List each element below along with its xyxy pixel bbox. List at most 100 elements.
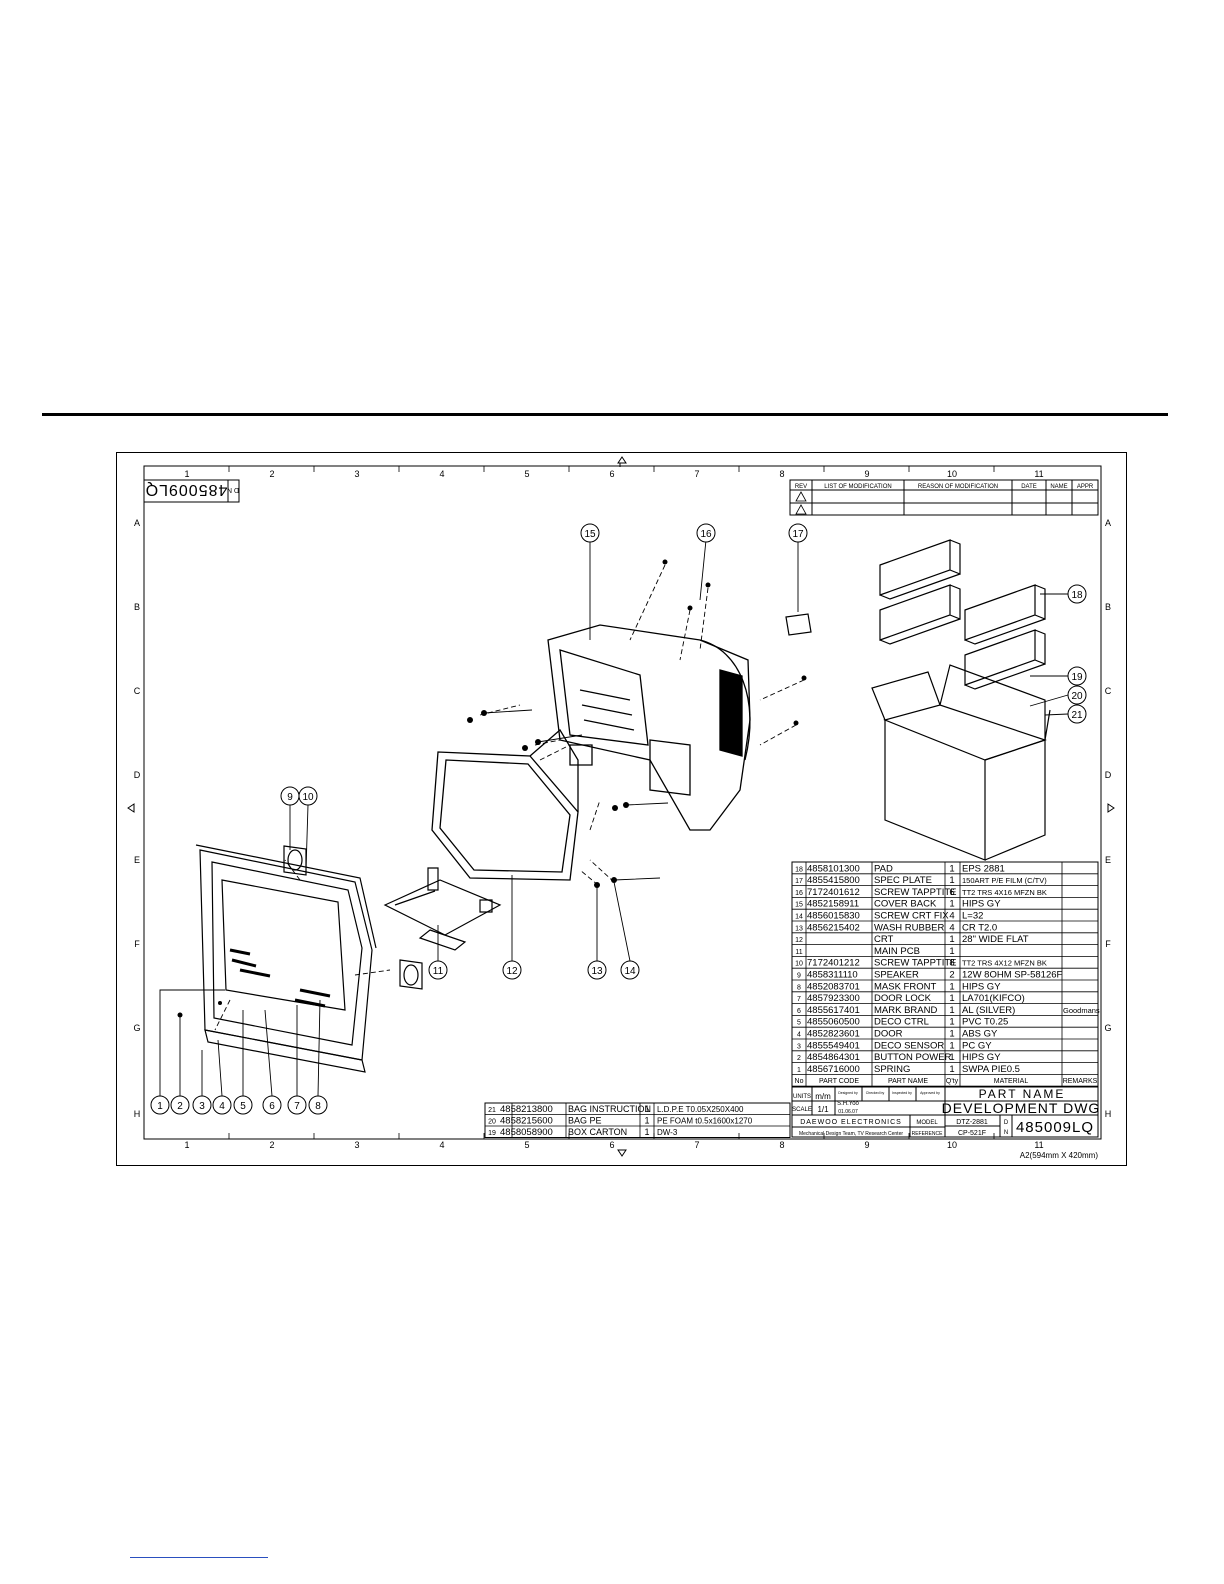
part-material: LA701(KIFCO) bbox=[962, 993, 1025, 1004]
part-name: SPRING bbox=[874, 1064, 910, 1075]
part-material: PVC T0.25 bbox=[962, 1017, 1008, 1028]
part-code: 4855415800 bbox=[807, 875, 860, 886]
callout-3: 3 bbox=[192, 1095, 212, 1115]
column-label-top: 11 bbox=[1034, 469, 1043, 479]
column-label-top: 6 bbox=[609, 469, 614, 479]
dwg-number: 485009LQ bbox=[1016, 1119, 1094, 1136]
part-name: DECO SENSOR bbox=[874, 1040, 944, 1051]
part-code: 4856716000 bbox=[807, 1064, 860, 1075]
callout-16: 16 bbox=[696, 523, 716, 543]
speaker-top-illustration bbox=[283, 845, 307, 876]
footer-link-underline[interactable] bbox=[130, 1557, 268, 1558]
rev-header-name: NAME bbox=[1050, 484, 1067, 490]
part-qty: 6 bbox=[949, 887, 954, 898]
part-material: CR T2.0 bbox=[962, 922, 997, 933]
back-cover-illustration bbox=[547, 624, 751, 831]
part-no: 1 bbox=[797, 1067, 801, 1074]
callout-number: 19 bbox=[1071, 672, 1083, 683]
part-code: 4854864301 bbox=[807, 1052, 860, 1063]
parts-header-cell: Q'ty bbox=[946, 1078, 959, 1085]
row-label-right: G bbox=[1104, 1023, 1111, 1033]
units-label: UNITS bbox=[793, 1094, 811, 1100]
part-material: 150ART P/E FILM (C/TV) bbox=[962, 876, 1047, 885]
column-label-top: 4 bbox=[439, 469, 444, 479]
part-no: 6 bbox=[797, 1008, 801, 1015]
screw-marks bbox=[177, 559, 807, 1018]
rev-header-reason: REASON OF MODIFICATION bbox=[918, 484, 998, 490]
department: Mechanical Design Team, TV Research Cent… bbox=[799, 1131, 903, 1137]
part-qty: 2 bbox=[949, 970, 954, 981]
part-material: HIPS GY bbox=[962, 981, 1001, 992]
column-label-bottom: 6 bbox=[609, 1140, 614, 1150]
callout-number: 20 bbox=[1071, 691, 1083, 702]
part-name-value: DEVELOPMENT DWG bbox=[942, 1100, 1101, 1116]
part-code: 4856015830 bbox=[807, 911, 860, 922]
rev-header-date: DATE bbox=[1021, 484, 1037, 490]
approved-by-label: Approved by bbox=[920, 1091, 940, 1095]
scale-label: SCALE bbox=[792, 1107, 812, 1113]
part-qty: 1 bbox=[949, 863, 954, 874]
callout-number: 10 bbox=[302, 792, 314, 803]
center-mark-right bbox=[1107, 803, 1115, 813]
part-name: MAIN PCB bbox=[874, 946, 920, 957]
column-label-bottom: 11 bbox=[1034, 1140, 1043, 1150]
part-no: 10 bbox=[795, 961, 803, 968]
part-qty: 1 bbox=[949, 993, 954, 1004]
speaker-bottom-illustration bbox=[399, 959, 423, 990]
callout-number: 6 bbox=[269, 1101, 275, 1112]
part-code: 4855549401 bbox=[807, 1040, 860, 1051]
d-label: D bbox=[1004, 1120, 1009, 1126]
part-qty: 1 bbox=[949, 1064, 954, 1075]
column-label-bottom: 7 bbox=[694, 1140, 699, 1150]
callout-18: 18 bbox=[1067, 584, 1087, 604]
scale-value: 1/1 bbox=[817, 1105, 829, 1114]
packing-material: PE FOAM t0.5x1600x1270 bbox=[657, 1117, 753, 1126]
part-code: 4852083701 bbox=[807, 981, 860, 992]
drawing-sheet bbox=[116, 452, 1127, 1166]
parts-header-cell: PART NAME bbox=[888, 1078, 928, 1085]
column-label-bottom: 1 bbox=[184, 1140, 189, 1150]
callout-number: 9 bbox=[287, 792, 293, 803]
part-material: PC GY bbox=[962, 1040, 992, 1051]
column-label-top: 2 bbox=[269, 469, 274, 479]
rev-triangle-icon bbox=[795, 491, 807, 515]
part-code: 4857923300 bbox=[807, 993, 860, 1004]
callout-number: 12 bbox=[506, 966, 518, 977]
row-label-left: F bbox=[134, 939, 140, 949]
part-code: 4852823601 bbox=[807, 1029, 860, 1040]
design-date: 01.06.07 bbox=[838, 1109, 858, 1115]
part-code: 7172401212 bbox=[807, 958, 860, 969]
callout-number: 2 bbox=[177, 1101, 183, 1112]
packing-qty: 1 bbox=[644, 1127, 649, 1137]
part-name: SCREW CRT FIX bbox=[874, 911, 949, 922]
units-value: m/m bbox=[815, 1092, 831, 1101]
spec-plate-illustration bbox=[785, 613, 812, 636]
parts-header-cell: REMARKS bbox=[1063, 1078, 1098, 1085]
packing-material: DW-3 bbox=[657, 1128, 678, 1137]
part-no: 4 bbox=[797, 1032, 801, 1039]
rev-header-list: LIST OF MODIFICATION bbox=[824, 484, 891, 490]
model-value: DTZ-2881 bbox=[956, 1119, 988, 1126]
part-no: 3 bbox=[797, 1043, 801, 1050]
column-label-top: 1 bbox=[184, 469, 189, 479]
row-label-left: G bbox=[133, 1023, 140, 1033]
part-code: 4858101300 bbox=[807, 863, 860, 874]
callout-number: 11 bbox=[433, 966, 444, 977]
reference-value: CP-521F bbox=[958, 1130, 986, 1137]
callout-19: 19 bbox=[1067, 666, 1087, 686]
part-name: DOOR LOCK bbox=[874, 993, 932, 1004]
leader-lines bbox=[159, 539, 1069, 1097]
main-pcb-illustration bbox=[383, 867, 502, 951]
parts-header-cell: PART CODE bbox=[819, 1078, 859, 1085]
